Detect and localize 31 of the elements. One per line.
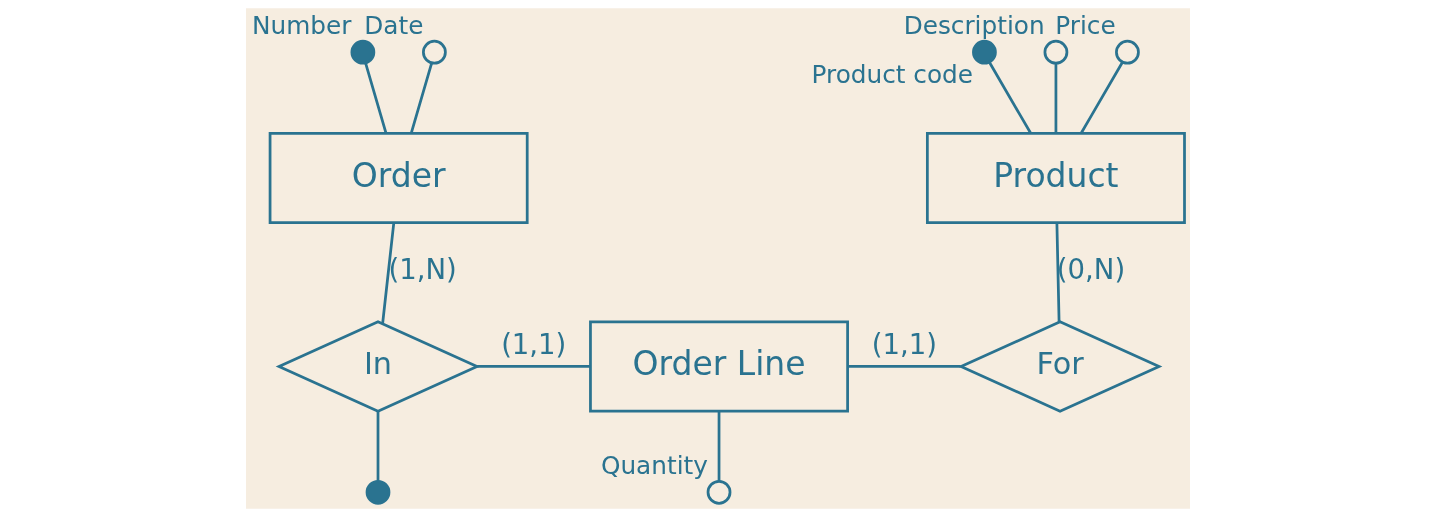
- edge-label: (0,N): [1056, 253, 1126, 286]
- connector: [847, 365, 961, 368]
- node-circle: [365, 479, 391, 505]
- node-label: Product code: [811, 60, 974, 90]
- node-box: Order: [268, 132, 529, 225]
- connector: [1054, 63, 1058, 134]
- node-circle: [706, 479, 732, 505]
- connector: [1080, 61, 1124, 134]
- node-circle: [1115, 39, 1140, 65]
- connector: [1055, 222, 1061, 322]
- node-label: Quantity: [600, 450, 708, 480]
- node-circle: [1043, 39, 1069, 65]
- node-box: Product: [926, 132, 1186, 225]
- node-label: Description: [903, 10, 1045, 40]
- connector: [477, 365, 591, 368]
- node-label: Number: [251, 10, 352, 40]
- edge-label: (1,N): [388, 253, 457, 286]
- node-box: Order Line: [589, 320, 849, 413]
- node-label: Date: [364, 10, 424, 40]
- node-circle: [972, 39, 997, 65]
- edge-label: (1,1): [871, 328, 937, 361]
- connector: [988, 61, 1032, 134]
- connector: [717, 411, 721, 482]
- edge-label: (1,1): [501, 328, 567, 361]
- connector: [381, 222, 396, 324]
- node-label: Price: [1055, 10, 1116, 40]
- connector: [376, 411, 380, 482]
- connector: [364, 62, 388, 134]
- node-circle: [350, 39, 376, 65]
- connector: [409, 62, 433, 134]
- node-circle: [422, 39, 447, 65]
